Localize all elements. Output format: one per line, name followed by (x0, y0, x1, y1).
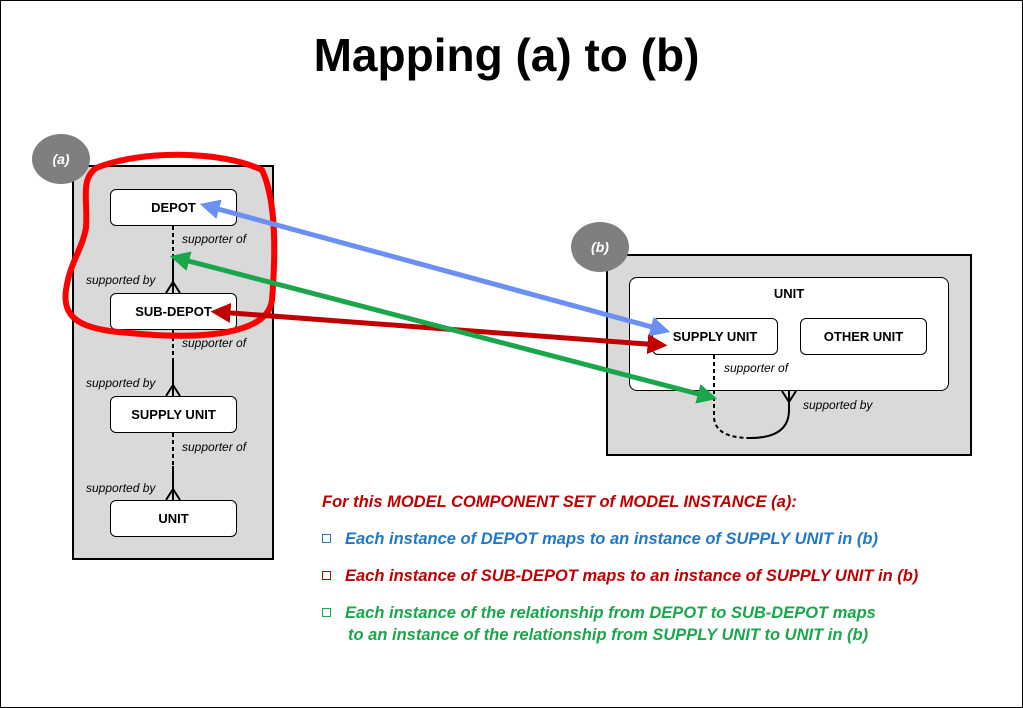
notes-item-3-text: Each instance of the relationship from D… (345, 604, 876, 622)
entity-depot[interactable]: DEPOT (110, 189, 237, 226)
rel-label-supported-b: supported by (803, 398, 873, 412)
notes-item-3-continued: to an instance of the relationship from … (348, 626, 869, 644)
badge-b: (b) (571, 222, 629, 272)
rel-label-supported-1: supported by (86, 273, 156, 287)
notes-heading: For this MODEL COMPONENT SET of MODEL IN… (322, 493, 797, 511)
entity-supply-unit-a[interactable]: SUPPLY UNIT (110, 396, 237, 433)
entity-sub-depot-label: SUB-DEPOT (135, 304, 212, 319)
rel-label-supported-3: supported by (86, 481, 156, 495)
rel-label-supporter-3: supporter of (182, 440, 247, 454)
rel-label-supporter-b: supporter of (724, 361, 789, 375)
badge-b-label: (b) (591, 239, 609, 255)
entity-other-unit-label: OTHER UNIT (823, 329, 904, 344)
bullet-icon (322, 534, 331, 543)
unit-container-label: UNIT (773, 286, 805, 301)
entity-sub-depot[interactable]: SUB-DEPOT (110, 293, 237, 330)
bullet-icon (322, 608, 331, 617)
entity-other-unit[interactable]: OTHER UNIT (800, 318, 927, 355)
bullet-icon (322, 571, 331, 580)
notes-item-3: Each instance of the relationship from D… (322, 604, 876, 623)
entity-depot-label: DEPOT (151, 200, 196, 215)
notes-item-2-text: Each instance of SUB-DEPOT maps to an in… (345, 567, 919, 585)
rel-label-supported-2: supported by (86, 376, 156, 390)
entity-unit-a-label: UNIT (158, 511, 189, 526)
entity-supply-unit-a-label: SUPPLY UNIT (131, 407, 216, 422)
notes-item-1: Each instance of DEPOT maps to an instan… (322, 530, 878, 549)
entity-unit-a[interactable]: UNIT (110, 500, 237, 537)
page-title: Mapping (a) to (b) (313, 29, 700, 81)
notes-item-2: Each instance of SUB-DEPOT maps to an in… (322, 567, 918, 586)
entity-supply-unit-b[interactable]: SUPPLY UNIT (652, 318, 778, 355)
rel-label-supporter-2: supporter of (182, 336, 247, 350)
entity-supply-unit-b-label: SUPPLY UNIT (672, 329, 758, 344)
rel-label-supporter-1: supporter of (182, 232, 247, 246)
badge-a: (a) (32, 134, 90, 184)
badge-a-label: (a) (52, 151, 70, 167)
notes-item-1-text: Each instance of DEPOT maps to an instan… (345, 530, 878, 548)
